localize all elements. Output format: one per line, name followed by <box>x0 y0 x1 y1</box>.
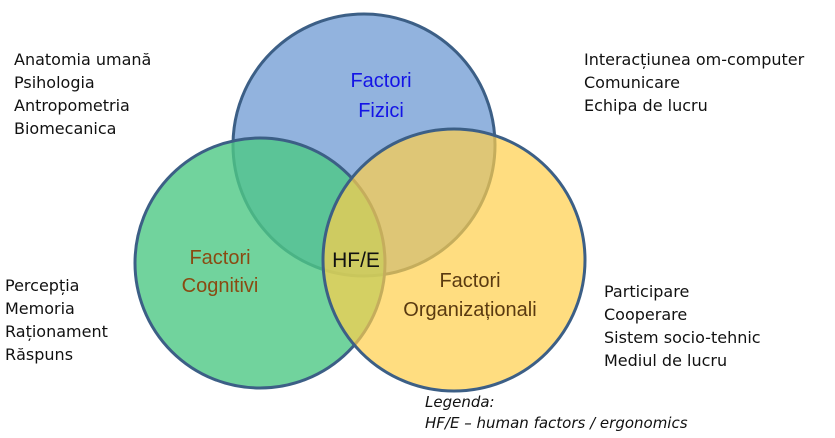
organizational-factors-label-line1: Factori <box>439 270 500 292</box>
list-item: Comunicare <box>584 73 680 92</box>
list-item: Biomecanica <box>14 119 117 138</box>
list-item: Mediul de lucru <box>604 351 728 370</box>
legend-title: Legenda: <box>425 393 495 411</box>
physical-factors-label-line1: Factori <box>350 70 411 92</box>
list-item: Antropometria <box>14 96 130 115</box>
list-item: Raționament <box>5 322 108 341</box>
legend: Legenda: HF/E – human factors / ergonomi… <box>425 392 688 434</box>
list-item: Percepția <box>5 276 80 295</box>
physical-factors-list: Anatomia umană Psihologia Antropometria … <box>14 48 151 140</box>
interaction-list: Interacțiunea om-computer Comunicare Ech… <box>584 48 804 117</box>
hfe-center-label: HF/E <box>332 249 380 272</box>
list-item: Psihologia <box>14 73 95 92</box>
list-item: Cooperare <box>604 305 688 324</box>
list-item: Memoria <box>5 299 75 318</box>
cognitive-factors-label-line2: Cognitivi <box>182 275 259 297</box>
organizational-factors-circle <box>321 127 587 393</box>
cognitive-factors-label-line1: Factori <box>189 247 250 269</box>
list-item: Echipa de lucru <box>584 96 708 115</box>
list-item: Sistem socio-tehnic <box>604 328 761 347</box>
legend-text: HF/E – human factors / ergonomics <box>425 414 688 432</box>
list-item: Participare <box>604 282 690 301</box>
physical-factors-label-line2: Fizici <box>358 100 404 122</box>
organizational-factors-list: Participare Cooperare Sistem socio-tehni… <box>604 280 761 372</box>
list-item: Răspuns <box>5 345 74 364</box>
cognitive-factors-list: Percepția Memoria Raționament Răspuns <box>5 274 108 366</box>
list-item: Anatomia umană <box>14 50 152 69</box>
organizational-factors-label-line2: Organizaționali <box>403 299 536 321</box>
list-item: Interacțiunea om-computer <box>584 50 805 69</box>
